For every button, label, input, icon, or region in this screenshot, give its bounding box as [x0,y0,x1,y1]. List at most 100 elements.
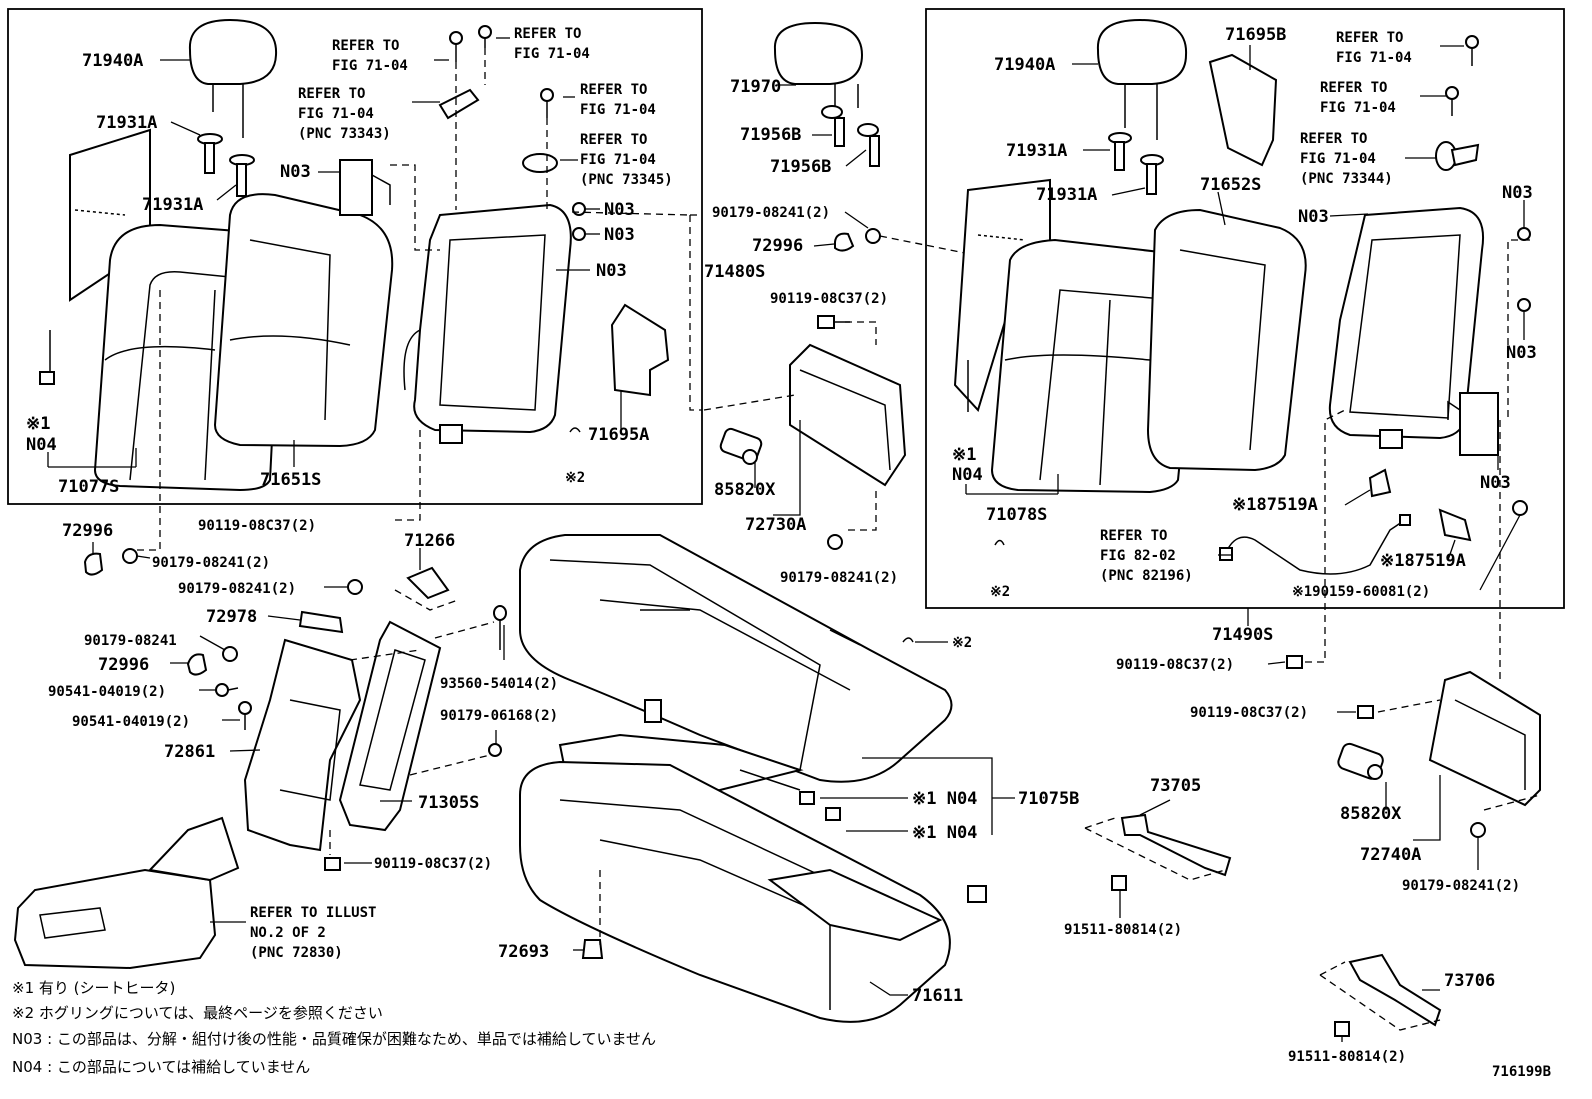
label-line: (PNC 73344) [1300,171,1393,187]
recliner-bracket-72730A [789,343,907,487]
label-71266: 71266 [404,531,455,551]
bracket-73705 [1084,813,1232,881]
label-71970: 71970 [730,77,781,97]
bolt-90119-center [817,315,850,329]
seatback-frame-71480S [403,203,572,444]
headrest-guide-71956B-1 [821,105,845,147]
label-n03-left-2: N03 [604,200,635,220]
label-n03-right-3: N03 [1506,343,1537,363]
label-90119-08C37-2-c: 90119-08C37(2) [374,856,492,872]
bolt-90119-right-2 [1357,705,1374,719]
leaders-cushion [573,641,1015,996]
cap-72996-left [83,552,104,576]
label-line: (PNC 73343) [298,126,391,142]
label-72996-left: 72996 [62,521,113,541]
label-72861: 72861 [164,742,215,762]
armrest-assy-pnc72830 [13,816,240,970]
bracket-pnc73344 [1435,141,1480,171]
footnote-3: N03 : この部品は、分解・組付け後の性能・品質確保が困難なため、単品では補給… [12,1030,656,1048]
bolt-top-left-3 [540,88,554,118]
label-91511-80814-2-b: 91511-80814(2) [1288,1049,1406,1065]
label-71931A-left-1: 71931A [96,113,157,133]
bolt-90119-armrest [324,857,341,871]
label-87519A-2: ※187519A [1380,551,1466,571]
leaders-right [965,45,1541,1042]
label-90179-08241: 90179-08241 [84,633,177,649]
bracket-pnc73343 [438,88,480,120]
label-line: REFER TO [1100,528,1167,544]
label-line: REFER TO [580,132,647,148]
seatback-pad-71652S [1146,208,1307,472]
label-72978: 72978 [206,607,257,627]
bracket-73706 [1319,953,1442,1031]
label-90119-08C37-2-a: 90119-08C37(2) [770,291,888,307]
label-71480S: 71480S [704,262,765,282]
label-71078S: 71078S [986,505,1047,525]
label-71931A-right-1: 71931A [1006,141,1067,161]
headrest-guide-71931A-right-1 [1108,132,1132,171]
label-n03-right-1: N03 [1502,183,1533,203]
label-90119-08C37-2-e: 90119-08C37(2) [1190,705,1308,721]
label-71931A-right-2: 71931A [1036,185,1097,205]
hog-ring-mark-left [569,427,581,433]
label-90179-08241-2-e: 90179-08241(2) [1402,878,1520,894]
label-line: FIG 71-04 [1336,50,1412,66]
label-72996-armrest: 72996 [98,655,149,675]
label-mark2-left: ※2 [565,470,585,486]
label-71695A: 71695A [588,425,649,445]
label-90179-08241-2-a: 90179-08241(2) [712,205,830,221]
footnotes: ※1 有り (シートヒータ) ※2 ホグリングについては、最終ページを参照くださ… [12,979,656,1076]
label-90541-04019-2-b: 90541-04019(2) [72,714,190,730]
label-n04-center-1: ※1 N04 [912,789,977,809]
footnote-4: N04 : この部品については補給していません [12,1058,310,1076]
label-n03-left-4: N03 [596,261,627,281]
headrest-guide-71931A-left-1 [197,133,223,174]
nut-72996-armrest [122,548,138,564]
label-71940A-left: 71940A [82,51,143,71]
label-refer-fig7104-g: REFER TO FIG 71-04 [1320,80,1396,116]
right-seatback-group-frame [925,8,1565,609]
headrest-71940A-right [1096,18,1188,140]
label-line: FIG 82-02 [1100,548,1176,564]
label-line: REFER TO [1320,80,1387,96]
bracket-87519A-1 [1368,468,1392,498]
left-seatback-group-frame [7,8,703,505]
seatback-cover-71078S [990,238,1197,494]
nut-90179-right [1470,822,1486,838]
cap-72996-armrest [186,653,208,676]
label-line: NO.2 OF 2 [250,925,326,941]
label-line: (PNC 82196) [1100,568,1193,584]
label-line: REFER TO [514,26,581,42]
headrest-guide-71956B-2 [857,123,880,167]
bolt-top-right-2 [1445,86,1459,116]
label-73706: 73706 [1444,971,1495,991]
seatback-pad-71651S [213,193,394,448]
label-line: FIG 71-04 [1320,100,1396,116]
label-line: REFER TO [298,86,365,102]
clip-n03-r1 [1517,227,1531,241]
bolt-top-right-1 [1465,35,1479,66]
label-line: REFER TO [332,38,399,54]
label-n03-left-1: N03 [280,162,311,182]
label-71305S: 71305S [418,793,479,813]
lock-motor-85820X-right [1337,742,1384,780]
armrest-cover-71305S [338,620,442,832]
label-mark1-left: ※1 [26,414,50,434]
label-line: REFER TO [1300,131,1367,147]
label-72693: 72693 [498,942,549,962]
label-71956B-1: 71956B [740,125,801,145]
nut-90179-armrest-3 [222,646,238,662]
label-71652S: 71652S [1200,175,1261,195]
bracket-71266 [394,566,459,611]
clip-n03-r2 [1517,298,1531,312]
bolt-91511-a [1111,875,1127,891]
sensor-90159 [1512,500,1528,516]
label-n04-left: N04 [26,435,57,455]
label-91511-80814-2-a: 91511-80814(2) [1064,922,1182,938]
label-line: REFER TO ILLUST [250,905,376,921]
label-90179-06168-2: 90179-06168(2) [440,708,558,724]
label-mark1-right: ※1 [952,445,976,465]
